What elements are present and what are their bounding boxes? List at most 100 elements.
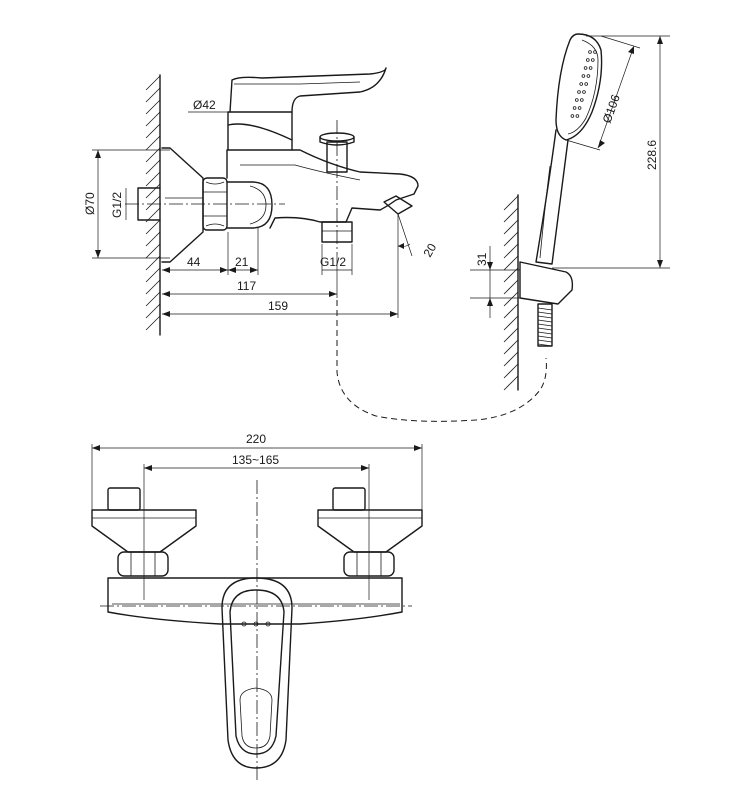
hose-rib xyxy=(537,327,553,331)
shower-nozzle xyxy=(582,90,586,94)
wall-hatch-line xyxy=(145,291,161,307)
dim-center-distance: 135~165 xyxy=(143,453,370,600)
shower-nozzle xyxy=(586,74,591,78)
wall-hatch-line xyxy=(145,99,161,115)
hand-shower-view: Ø106 228.6 31 xyxy=(470,33,670,391)
dim-thread-left-label: G1/2 xyxy=(110,192,124,218)
escutcheon-left xyxy=(91,487,197,577)
wall-hatch-line xyxy=(145,243,161,259)
dim-outlet-diameter: Ø42 xyxy=(188,98,292,113)
hose-rib xyxy=(537,335,553,339)
dim-thread-bottom-label: G1/2 xyxy=(320,255,346,269)
wall-hatch-line xyxy=(145,123,161,139)
dim-outlet-diameter-label: Ø42 xyxy=(193,98,216,112)
wall-hatch-line xyxy=(145,231,161,247)
wall-left xyxy=(145,74,161,336)
dim-center-distance-label: 135~165 xyxy=(232,453,279,467)
hose-rib xyxy=(537,339,553,343)
wall-hatch-line xyxy=(145,195,161,211)
wall-hatch-line xyxy=(145,219,161,235)
dim-holder-height: 31 xyxy=(470,246,520,318)
hose-rib xyxy=(537,315,553,319)
wall-hatch-line xyxy=(503,207,519,223)
wall-hatch-line xyxy=(145,135,161,151)
wall-hatch-line xyxy=(503,351,519,367)
dim-spout-angle-label: 20 xyxy=(420,241,439,260)
hose-rib xyxy=(537,311,553,315)
front-view: 220 135~165 xyxy=(91,432,423,782)
wall-hatch-line xyxy=(145,111,161,127)
shower-nozzle xyxy=(577,106,582,110)
wall-hatch-line xyxy=(503,219,519,235)
dim-overall-width: 220 xyxy=(91,432,423,520)
wall-hatch-line xyxy=(503,255,519,271)
dim-thread-left: G1/2 xyxy=(110,188,127,220)
lever-front xyxy=(221,577,293,769)
hose-end xyxy=(537,303,553,347)
wall-hatch-line xyxy=(503,363,519,379)
wall-hatch-line xyxy=(503,339,519,355)
shower-nozzle xyxy=(588,66,593,70)
hose-rib xyxy=(537,331,553,335)
dim-reach-spout-label: 159 xyxy=(268,299,288,313)
wall-hatch-line xyxy=(145,303,161,319)
hose-rib xyxy=(537,307,553,311)
hose-rib xyxy=(537,343,553,347)
shower-nozzle xyxy=(581,74,586,78)
shower-nozzle xyxy=(575,114,580,118)
hose-rib xyxy=(537,323,553,327)
side-view: Ø42 Ø70 G1/2 44 21 xyxy=(83,67,547,422)
dim-escutcheon-diameter: Ø70 xyxy=(83,149,170,259)
shower-nozzle xyxy=(585,58,590,62)
escutcheon xyxy=(161,147,204,263)
shower-nozzle xyxy=(584,82,588,86)
dim-shower-length-label: 228.6 xyxy=(645,140,659,170)
shower-nozzle xyxy=(590,58,595,62)
dim-head-diameter-label: Ø106 xyxy=(600,92,623,125)
dim-escutcheon-diameter-label: Ø70 xyxy=(83,192,97,215)
escutcheon-right xyxy=(317,487,423,577)
wall-hatch-line xyxy=(145,159,161,175)
dim-head-diameter: Ø106 xyxy=(565,35,641,151)
hose-rib xyxy=(537,319,553,323)
dim-spout-angle: 20 xyxy=(397,213,439,318)
dim-offset-nut-label: 21 xyxy=(235,255,249,269)
shower-nozzle xyxy=(583,66,588,70)
dim-reach-spout: 159 xyxy=(162,299,398,317)
hose-dashed xyxy=(336,300,547,422)
dim-thread-bottom: G1/2 xyxy=(320,244,353,275)
wall-hatch-line xyxy=(145,267,161,283)
wall-hatch-line xyxy=(145,183,161,199)
wall-hatch-line xyxy=(503,243,519,259)
wall-hatch-line xyxy=(145,315,161,331)
wall-hatch-line xyxy=(503,327,519,343)
shower-nozzle xyxy=(579,82,583,86)
shower-handle xyxy=(535,129,569,265)
dim-shower-length: 228.6 xyxy=(552,35,670,269)
lever-handle xyxy=(229,67,387,113)
wall-hatch-line xyxy=(503,315,519,331)
shower-holder xyxy=(519,261,574,305)
shower-nozzle xyxy=(588,50,592,54)
wall-hatch-line xyxy=(145,87,161,103)
dim-reach-outlet: 117 xyxy=(162,255,338,298)
wall-right xyxy=(503,194,519,391)
dim-reach-outlet-label: 117 xyxy=(237,279,256,293)
spout-outlet xyxy=(383,195,413,215)
shower-nozzle xyxy=(574,98,579,102)
shower-nozzle xyxy=(572,106,577,110)
dim-offset-row: 44 21 xyxy=(162,228,259,275)
dim-holder-height-label: 31 xyxy=(475,252,489,266)
shower-nozzle xyxy=(577,90,581,94)
wall-hatch-line xyxy=(503,231,519,247)
wall-hatch-line xyxy=(145,279,161,295)
mixer-body-front xyxy=(107,577,403,625)
wall-hatch-line xyxy=(145,75,161,91)
mixer-body xyxy=(226,149,419,229)
wall-hatch-line xyxy=(503,303,519,319)
dim-overall-width-label: 220 xyxy=(246,432,266,446)
shower-nozzle xyxy=(579,98,584,102)
wall-hatch-line xyxy=(503,279,519,295)
wall-hatch-line xyxy=(503,291,519,307)
